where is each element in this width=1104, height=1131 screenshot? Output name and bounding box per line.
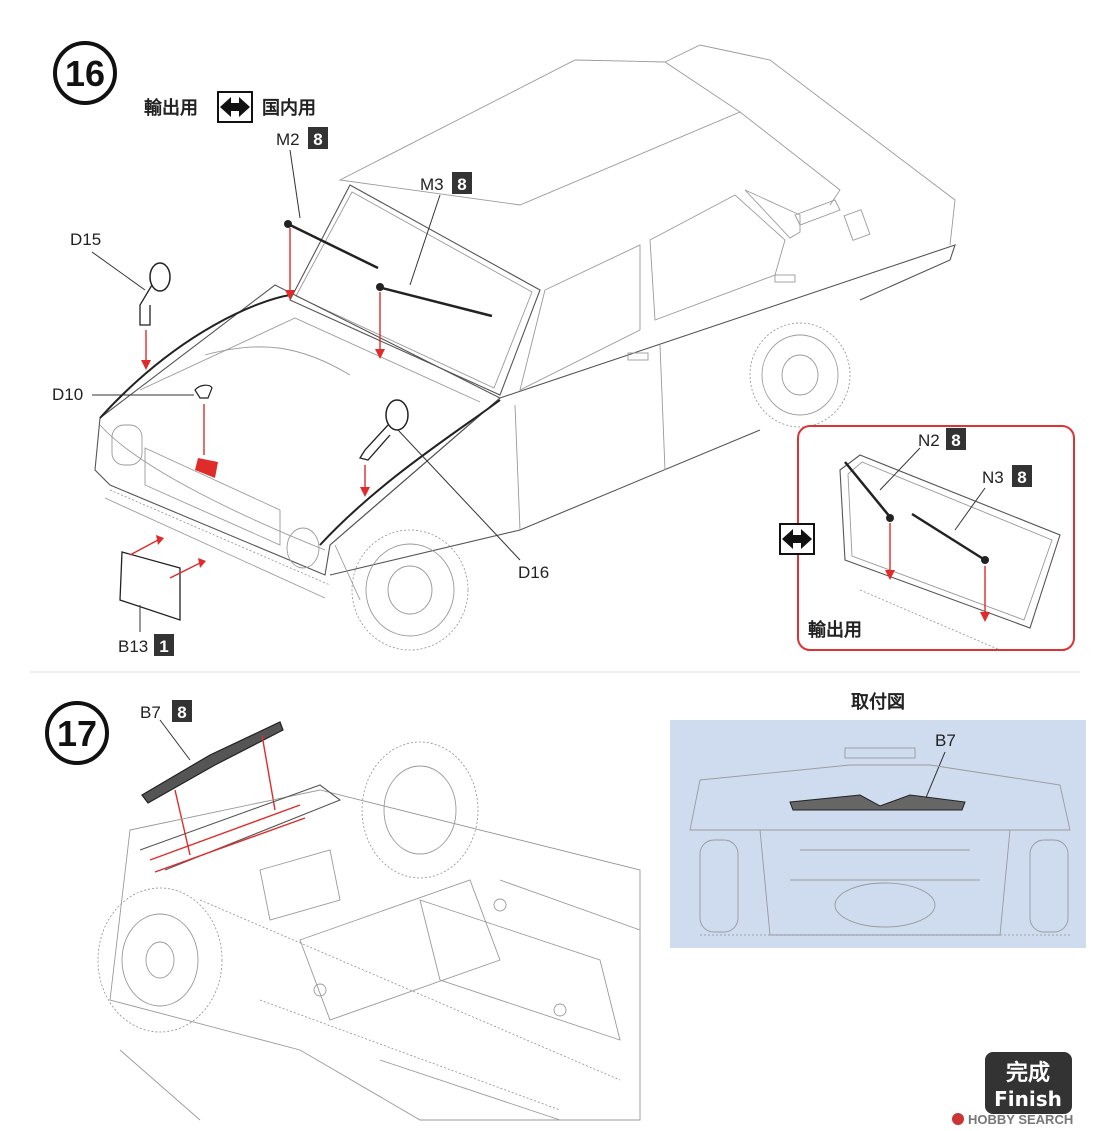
part-m3-tree-badge: 8 [452,172,472,194]
step-16: 16 輸出用 国内用 [52,41,1075,656]
watermark-text: HOBBY SEARCH [968,1112,1073,1127]
step-17-badge: 17 [45,701,109,765]
export-label: 輸出用 [144,97,198,119]
license-plate-b13 [119,535,206,632]
car-underside-illustration [97,741,641,1121]
step-17: 17 B7 8 [45,691,1086,1121]
step-16-badge: 16 [53,41,117,105]
finish-en: Finish [994,1087,1062,1111]
front-wheel [351,529,469,651]
swap-arrows-icon [217,91,253,123]
mirror-d16 [358,399,521,561]
part-b13-label: B13 [118,637,148,656]
attach-view-part-label: B7 [935,731,956,750]
finish-jp: 完成 [1006,1060,1050,1086]
step-16-number: 16 [65,53,105,94]
step-17-number: 17 [57,713,97,754]
part-b7-tree-badge: 8 [172,700,192,722]
part-m3-label: M3 [420,175,444,194]
part-n2-tree-badge: 8 [951,431,960,450]
rear-wheel [749,322,851,428]
part-n2-label: N2 [918,431,940,450]
svg-text:8: 8 [177,703,186,722]
part-m2-tree-badge: 8 [308,127,328,149]
attach-view: 取付図 B7 [670,691,1086,948]
part-b13-tree-badge: 1 [154,634,174,656]
export-variant-inset: N2 8 N3 8 輸出用 [779,425,1075,651]
inset-caption: 輸出用 [808,619,862,641]
part-d10 [92,384,218,478]
part-b7-label: B7 [140,703,161,722]
car-illustration [94,44,956,651]
part-n3-tree-badge: 8 [1017,468,1026,487]
part-m2-label: M2 [276,130,300,149]
watermark: HOBBY SEARCH [952,1112,1073,1127]
part-n3-label: N3 [982,468,1004,487]
part-b7 [141,719,284,856]
finish-badge: 完成 Finish [985,1052,1072,1114]
domestic-label: 国内用 [262,97,316,119]
attach-view-panel [670,720,1086,948]
swap-arrows-icon [779,523,815,555]
part-d16-label: D16 [518,563,549,582]
svg-text:8: 8 [313,130,322,149]
svg-text:8: 8 [457,175,466,194]
part-d15-label: D15 [70,230,101,249]
part-d10-label: D10 [52,385,83,404]
wiper-m3 [375,194,493,359]
wiper-m2 [284,149,379,300]
mirror-d15 [91,251,171,370]
attach-view-title: 取付図 [851,691,905,713]
svg-text:1: 1 [159,637,168,656]
